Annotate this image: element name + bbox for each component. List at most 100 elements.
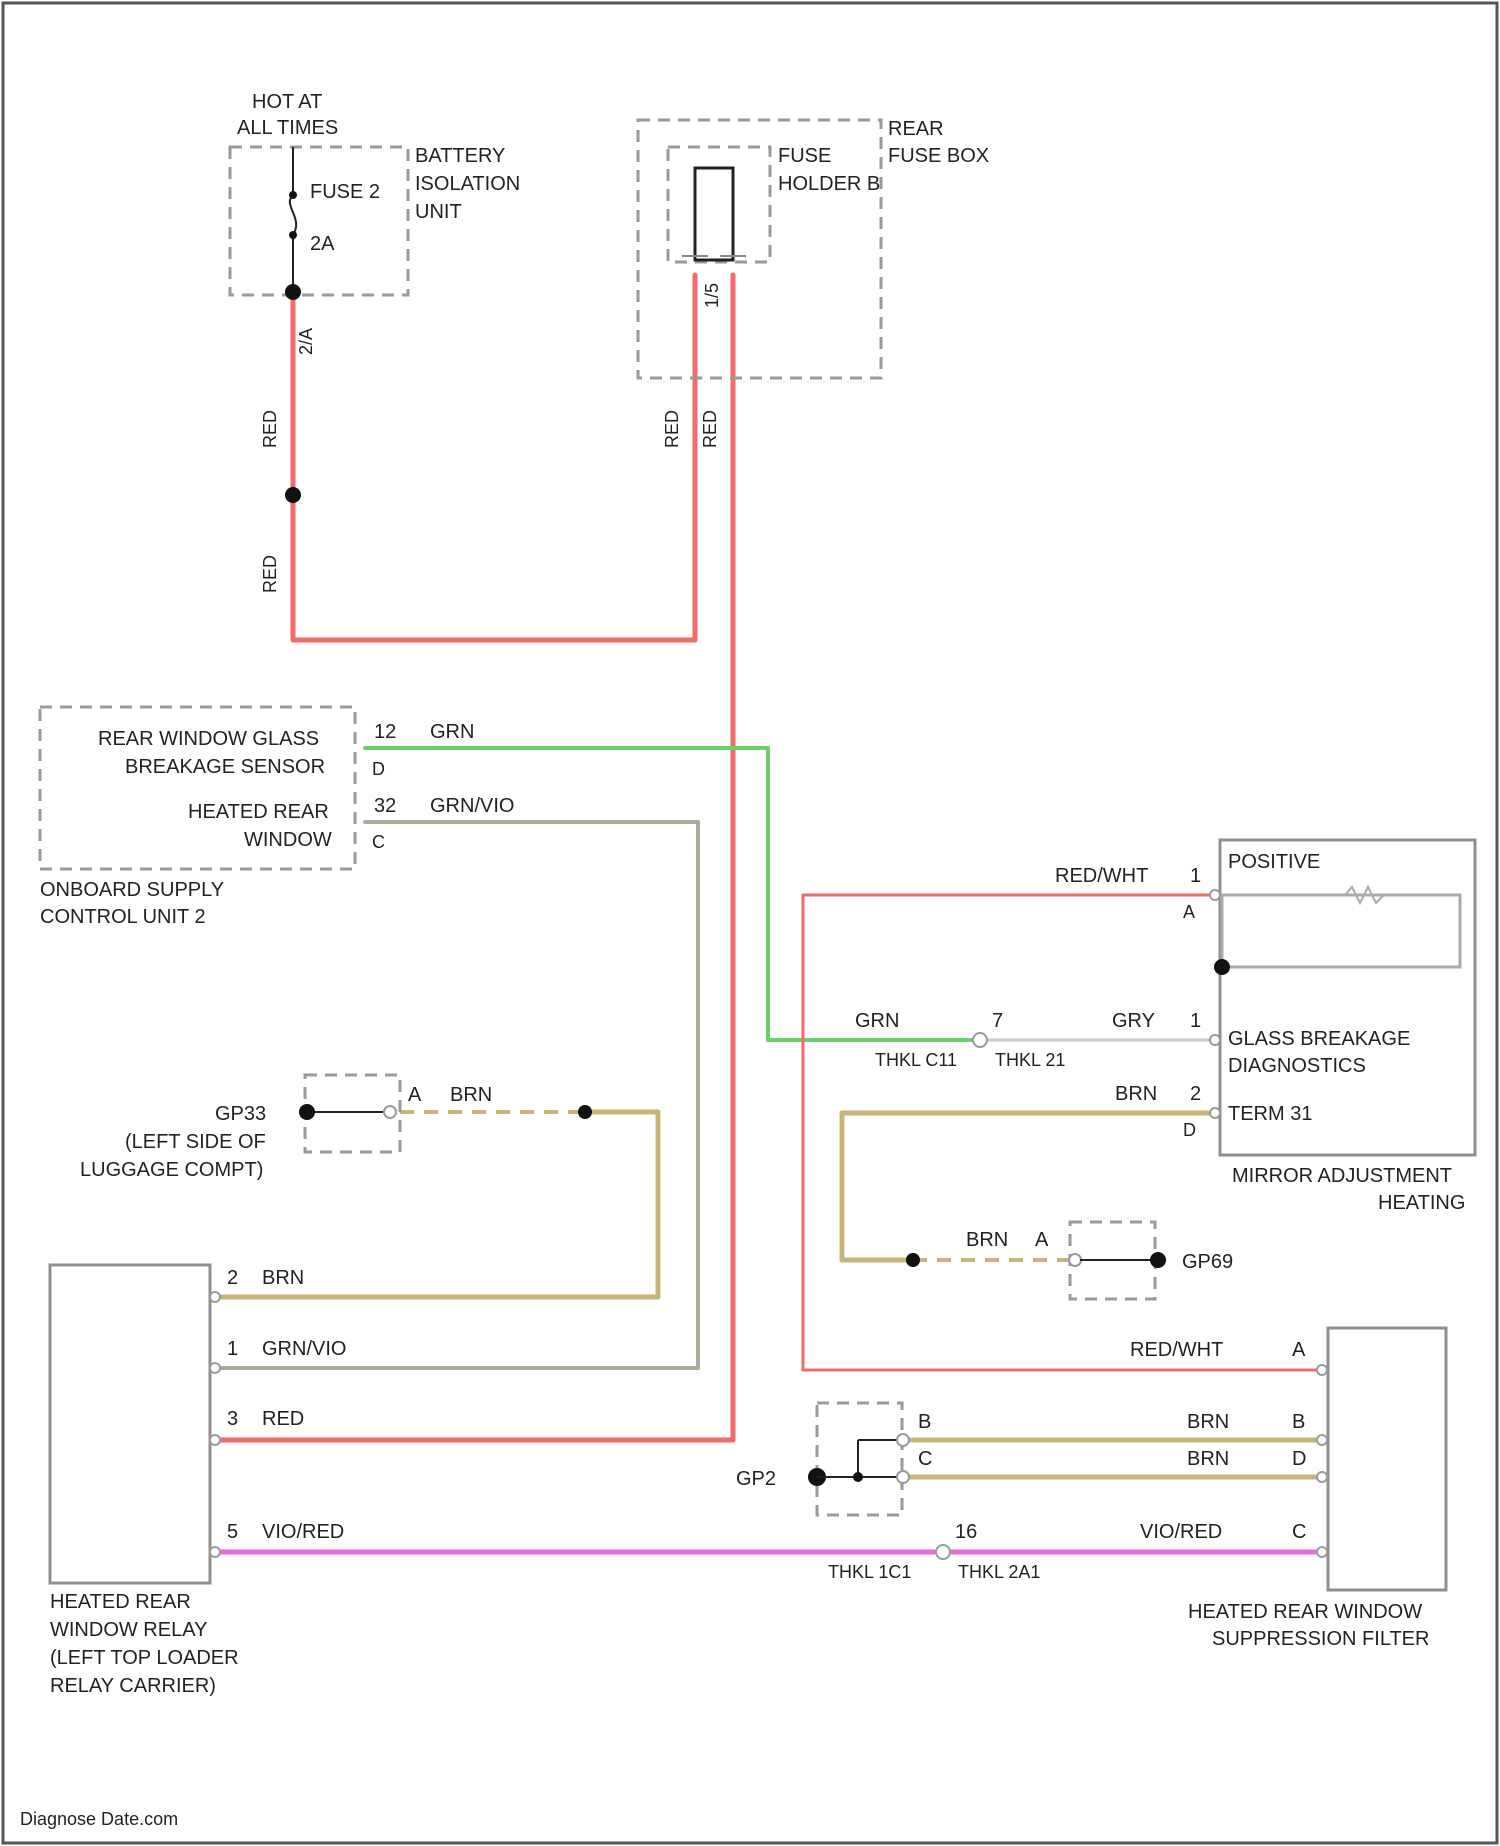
filter-wire-brn-d: BRN (1187, 1448, 1229, 1470)
gp33-terminal (384, 1106, 396, 1118)
footer-watermark: Diagnose Date.com (20, 1809, 178, 1829)
filter-name-line2: SUPPRESSION FILTER (1212, 1628, 1429, 1650)
fuse-2-symbol (290, 195, 296, 235)
battery-wire-label-1: RED (260, 410, 280, 448)
fuse-box-pin: 1/5 (702, 283, 722, 308)
gp33-pin: A (408, 1084, 422, 1106)
gp2-label: GP2 (736, 1468, 776, 1490)
onboard-sensor-pin: 12 (374, 721, 396, 743)
inline1-wire-grn: GRN (855, 1010, 899, 1032)
mirror-heating-dot (1214, 959, 1230, 975)
fuse-2-rating: 2A (310, 233, 335, 255)
mirror-wire-redwht: RED/WHT (1055, 865, 1148, 887)
fuse-holder-fuse (695, 168, 733, 260)
filter-terminal-d (1317, 1472, 1327, 1482)
gp69-splice-dot (906, 1253, 920, 1267)
gp2-pin-b: B (918, 1411, 931, 1433)
relay-pin-1: 1 (227, 1338, 238, 1360)
gp69-wire: BRN (966, 1229, 1008, 1251)
mirror-name-line2: HEATING (1378, 1192, 1465, 1214)
onboard-sensor-line2: BREAKAGE SENSOR (125, 756, 325, 778)
fuse-holder-line1: FUSE (778, 145, 831, 167)
fuse-box-wire-label-1: RED (662, 410, 682, 448)
battery-wire-label-2: RED (260, 555, 280, 593)
mirror-pin-1b: 1 (1190, 1010, 1201, 1032)
mirror-positive: POSITIVE (1228, 851, 1320, 873)
relay-name-line2: WINDOW RELAY (50, 1619, 207, 1641)
gp2-splice-dot (853, 1472, 863, 1482)
battery-pin: 2/A (296, 328, 316, 355)
gp2-terminal-b (897, 1434, 909, 1446)
inline1-pin: 7 (992, 1010, 1003, 1032)
gp33-wire: BRN (450, 1084, 492, 1106)
onboard-heated-line2: WINDOW (244, 829, 332, 851)
inline2-pin: 16 (955, 1521, 977, 1543)
filter-wire-brn-b: BRN (1187, 1411, 1229, 1433)
inline-connector-16 (936, 1545, 950, 1559)
onboard-heated-line1: HEATED REAR (188, 801, 329, 823)
gp69-terminal (1069, 1254, 1081, 1266)
relay-wire-2: BRN (262, 1267, 304, 1289)
gp2-pin-c: C (918, 1448, 932, 1470)
fuse-box-name-line2: FUSE BOX (888, 145, 989, 167)
rear-fuse-box (638, 120, 881, 378)
relay-terminal-3 (210, 1435, 220, 1445)
relay-pin-3: 3 (227, 1408, 238, 1430)
relay-terminal-5 (210, 1547, 220, 1557)
mirror-pin-2: 2 (1190, 1083, 1201, 1105)
gp33-line3: LUGGAGE COMPT) (80, 1159, 263, 1181)
mirror-wire-brn: BRN (1115, 1083, 1157, 1105)
gp69-pin: A (1035, 1229, 1049, 1251)
mirror-terminal-term31 (1210, 1108, 1220, 1118)
filter-pin-c: C (1292, 1521, 1306, 1543)
inline2-left: THKL 1C1 (828, 1562, 911, 1582)
onboard-sensor-conn: D (372, 759, 385, 779)
mirror-wire-gry: GRY (1112, 1010, 1155, 1032)
onboard-heated-pin: 32 (374, 795, 396, 817)
suppression-filter-box (1328, 1328, 1446, 1590)
battery-splice-dot (285, 284, 301, 300)
relay-terminal-2 (210, 1292, 220, 1302)
mirror-terminal-glass (1210, 1035, 1220, 1045)
battery-hot-line1: HOT AT (252, 91, 322, 113)
gp69-ground-dot (1150, 1252, 1166, 1268)
gp33-line1: GP33 (215, 1103, 266, 1125)
battery-fuse-dot-top (289, 191, 297, 199)
filter-wire-viored: VIO/RED (1140, 1521, 1222, 1543)
filter-terminal-b (1317, 1435, 1327, 1445)
filter-pin-b: B (1292, 1411, 1305, 1433)
onboard-heated-wire: GRN/VIO (430, 795, 514, 817)
filter-pin-d: D (1292, 1448, 1306, 1470)
fuse-box-wire-label-2: RED (700, 410, 720, 448)
relay-wire-3: RED (262, 1408, 304, 1430)
relay-wire-5: VIO/RED (262, 1521, 344, 1543)
gp33-line2: (LEFT SIDE OF (125, 1131, 266, 1153)
gp33-ground-dot (299, 1104, 315, 1120)
battery-wire-splice-dot (285, 487, 301, 503)
gp33-splice-dot (578, 1105, 592, 1119)
relay-terminal-1 (210, 1363, 220, 1373)
onboard-name-line2: CONTROL UNIT 2 (40, 906, 206, 928)
mirror-conn-a: A (1183, 902, 1195, 922)
filter-terminal-a (1317, 1365, 1327, 1375)
inline1-left: THKL C11 (875, 1050, 957, 1070)
fuse-holder-box (668, 147, 770, 262)
inline-connector-7 (973, 1033, 987, 1047)
relay-wire-1: GRN/VIO (262, 1338, 346, 1360)
inline1-right: THKL 21 (995, 1050, 1065, 1070)
mirror-pin-1a: 1 (1190, 865, 1201, 887)
mirror-glass-line2: DIAGNOSTICS (1228, 1055, 1366, 1077)
onboard-heated-conn: C (372, 832, 385, 852)
relay-name-line4: RELAY CARRIER) (50, 1675, 216, 1697)
onboard-sensor-wire: GRN (430, 721, 474, 743)
battery-name-line3: UNIT (415, 201, 462, 223)
battery-hot-line2: ALL TIMES (237, 117, 338, 139)
fuse-2-name: FUSE 2 (310, 181, 380, 203)
filter-pin-a: A (1292, 1339, 1306, 1361)
relay-name-line3: (LEFT TOP LOADER (50, 1647, 239, 1669)
filter-terminal-c (1317, 1547, 1327, 1557)
filter-name-line1: HEATED REAR WINDOW (1188, 1601, 1422, 1623)
battery-isolation-box (230, 147, 408, 295)
